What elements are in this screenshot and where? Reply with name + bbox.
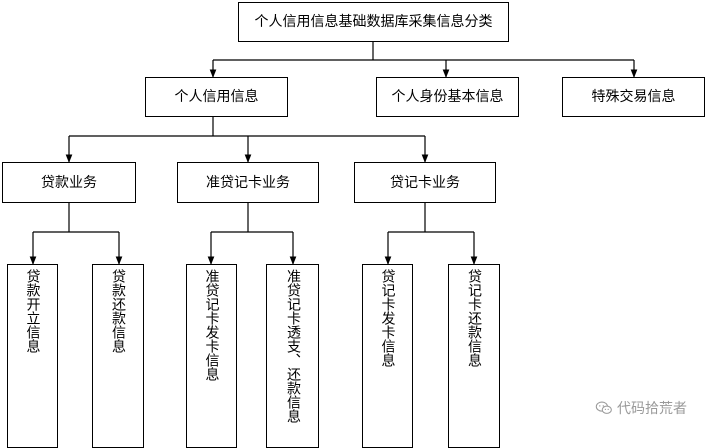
node-quasi-card-overdraft-repay-info: 准贷记卡透支、还款信息 [266, 264, 319, 448]
node-label: 个人信用信息 [174, 89, 259, 105]
root-node: 个人信用信息基础数据库采集信息分类 [238, 2, 509, 42]
node-label: 贷款业务 [41, 174, 97, 191]
node-label: 准贷记卡发卡信息 [203, 269, 220, 381]
root-node-label: 个人信用信息基础数据库采集信息分类 [254, 14, 493, 30]
node-personal-credit-info: 个人信用信息 [145, 77, 288, 117]
node-label: 个人身份基本信息 [391, 89, 504, 105]
node-quasi-credit-card-business: 准贷记卡业务 [177, 162, 319, 203]
node-label: 准贷记卡透支、还款信息 [285, 269, 301, 423]
node-credit-card-business: 贷记卡业务 [354, 162, 496, 203]
node-credit-card-issue-info: 贷记卡发卡信息 [362, 264, 413, 448]
node-loan-open-info: 贷款开立信息 [7, 264, 58, 448]
node-label: 贷记卡业务 [390, 174, 460, 191]
node-personal-identity-info: 个人身份基本信息 [376, 77, 519, 117]
node-credit-card-repay-info: 贷记卡还款信息 [448, 264, 500, 448]
node-label: 贷记卡还款信息 [466, 269, 482, 367]
node-label: 特殊交易信息 [591, 89, 676, 105]
node-quasi-card-issue-info: 准贷记卡发卡信息 [186, 264, 237, 448]
node-label: 贷记卡发卡信息 [379, 269, 396, 367]
watermark: 代码拾荒者 [595, 398, 687, 418]
node-label: 准贷记卡业务 [206, 174, 290, 191]
node-loan-business: 贷款业务 [2, 162, 136, 203]
node-label: 贷款还款信息 [110, 269, 126, 353]
node-special-trade-info: 特殊交易信息 [562, 77, 705, 117]
watermark-text: 代码拾荒者 [617, 401, 687, 417]
wechat-icon [595, 401, 612, 414]
node-label: 贷款开立信息 [24, 269, 41, 353]
node-loan-repay-info: 贷款还款信息 [92, 264, 144, 448]
